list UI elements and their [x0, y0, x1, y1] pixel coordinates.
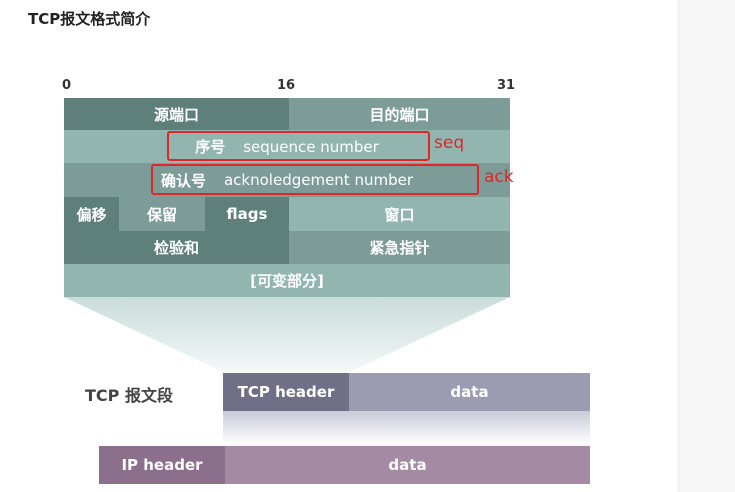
sequence-number-row: 序号 sequence number: [64, 130, 510, 163]
ack-highlight-box: [151, 164, 479, 195]
ip-data-block: data: [225, 446, 590, 484]
urgent-pointer-cell: 紧急指针: [289, 231, 510, 264]
ack-annotation: ack: [484, 167, 514, 187]
seq-annotation: seq: [434, 133, 465, 153]
bit-tick-31: 31: [497, 78, 516, 93]
ack-number-cn: 确认号: [160, 171, 206, 190]
bit-tick-16: 16: [277, 78, 296, 93]
destination-port-cell: 目的端口: [289, 98, 510, 130]
right-scroll-rail: [678, 0, 735, 492]
segment-shadow: [223, 411, 590, 445]
tcp-header-block: TCP header: [223, 373, 349, 411]
bit-tick-0: 0: [62, 78, 72, 93]
seq-highlight-box: [167, 131, 430, 161]
tcp-segment-label: TCP 报文段: [85, 386, 173, 405]
source-port-cell: 源端口: [64, 98, 289, 130]
reserved-cell: 保留: [119, 197, 205, 231]
data-offset-cell: 偏移: [64, 197, 119, 231]
sequence-number-en: sequence number: [243, 137, 379, 156]
window-cell: 窗口: [289, 197, 510, 231]
page-title: TCP报文格式简介: [28, 10, 151, 28]
ack-number-row: 确认号 acknoledgement number: [64, 163, 510, 197]
flags-cell: flags: [205, 197, 289, 231]
options-variable-cell: [可变部分]: [64, 264, 510, 297]
ip-header-block: IP header: [99, 446, 225, 484]
sequence-number-cn: 序号: [195, 138, 226, 156]
checksum-cell: 检验和: [64, 231, 289, 264]
ack-number-en: acknoledgement number: [223, 171, 414, 189]
tcp-data-block: data: [349, 373, 590, 411]
funnel-shape: [64, 297, 510, 372]
